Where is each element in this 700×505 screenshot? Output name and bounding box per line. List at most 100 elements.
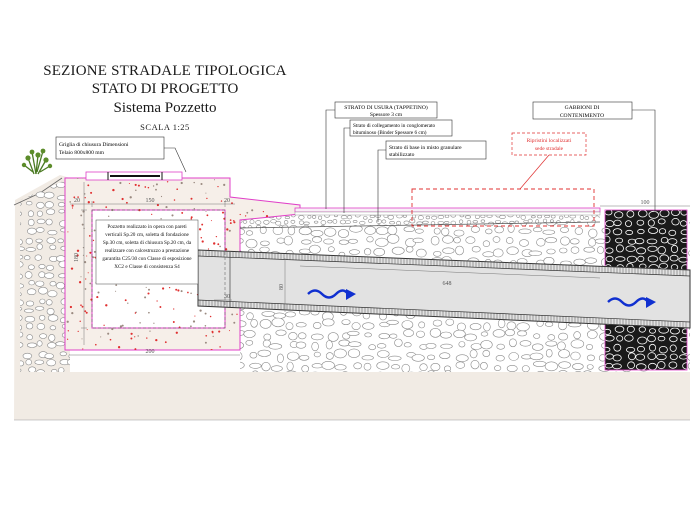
- gravel-stone: [341, 216, 347, 219]
- concrete-speckle: [161, 196, 162, 197]
- concrete-speckle: [173, 308, 174, 309]
- gravel-stone: [413, 238, 423, 243]
- concrete-speckle: [174, 352, 176, 354]
- gravel-stone: [545, 237, 556, 242]
- gravel-stone: [322, 319, 334, 326]
- gravel-stone: [291, 220, 295, 223]
- concrete-speckle: [130, 333, 132, 335]
- gravel-stone: [347, 331, 359, 335]
- manhole-note-line: Pozzetto realizzato in opera con pareti: [107, 224, 187, 230]
- gravel-stone: [37, 323, 45, 329]
- gravel-stone: [258, 350, 271, 356]
- gravel-stone: [244, 330, 256, 337]
- gravel-stone: [26, 238, 33, 244]
- gravel-stone: [328, 333, 338, 342]
- concrete-speckle: [216, 236, 217, 237]
- gravel-stone: [472, 246, 480, 252]
- gravel-stone: [493, 330, 505, 338]
- gravel-stone: [425, 232, 429, 236]
- concrete-speckle: [205, 193, 206, 194]
- gravel-stone: [36, 281, 44, 286]
- gravel-stone: [388, 356, 401, 360]
- gravel-stone: [304, 222, 310, 225]
- gravel-stone: [24, 309, 33, 313]
- gravel-stone: [37, 219, 45, 224]
- concrete-speckle: [174, 199, 176, 201]
- gravel-stone: [431, 236, 439, 245]
- concrete-speckle: [71, 267, 73, 269]
- concrete-speckle: [69, 201, 71, 203]
- binder-leader: [344, 128, 350, 213]
- gravel-stone: [457, 323, 465, 331]
- concrete-speckle: [96, 296, 98, 298]
- gravel-stone: [348, 342, 361, 347]
- concrete-speckle: [229, 230, 231, 232]
- base-label-1: Strato di base in misto granulare: [389, 145, 462, 151]
- gravel-stone: [370, 215, 375, 217]
- gravel-stone: [45, 273, 54, 279]
- concrete-speckle: [92, 256, 94, 258]
- gravel-stone: [349, 232, 353, 234]
- gravel-stone: [509, 339, 516, 347]
- concrete-speckle: [146, 337, 147, 338]
- concrete-speckle: [205, 335, 207, 337]
- gravel-stone: [377, 203, 380, 207]
- concrete-speckle: [240, 214, 241, 215]
- gravel-stone: [434, 228, 440, 234]
- gravel-stone: [308, 216, 311, 219]
- gravel-stone: [467, 232, 471, 234]
- concrete-speckle: [84, 261, 86, 263]
- gravel-stone: [260, 247, 270, 252]
- concrete-speckle: [122, 198, 124, 200]
- gravel-stone: [546, 341, 557, 346]
- concrete-speckle: [200, 183, 202, 185]
- concrete-speckle: [68, 330, 69, 331]
- concrete-speckle: [205, 313, 207, 315]
- gravel-stone: [415, 229, 423, 233]
- gravel-stone: [404, 343, 411, 347]
- concrete-speckle: [176, 188, 178, 190]
- gravel-stone: [271, 366, 282, 372]
- gravel-stone: [46, 265, 53, 270]
- gravel-stone: [305, 203, 309, 206]
- concrete-speckle: [155, 189, 157, 191]
- gravel-stone: [500, 215, 506, 218]
- drawing-system: Sistema Pozzetto: [0, 100, 330, 117]
- concrete-speckle: [147, 292, 149, 294]
- concrete-speckle: [127, 303, 128, 304]
- gravel-stone: [36, 228, 44, 233]
- concrete-speckle: [225, 248, 227, 250]
- gravel-stone: [481, 340, 493, 349]
- gravel-stone: [574, 332, 581, 339]
- concrete-speckle: [281, 200, 283, 202]
- gravel-stone: [418, 216, 423, 220]
- concrete-speckle: [279, 245, 281, 247]
- gravel-stone: [522, 366, 529, 372]
- gravel-stone: [419, 322, 425, 328]
- concrete-speckle: [267, 184, 268, 185]
- gravel-stone: [299, 215, 305, 219]
- concrete-speckle: [213, 336, 214, 337]
- concrete-speckle: [81, 338, 82, 339]
- gravel-stone: [324, 239, 334, 244]
- gravel-stone: [419, 203, 424, 205]
- gravel-stone: [560, 237, 569, 245]
- gravel-stone: [529, 203, 533, 207]
- concrete-speckle: [251, 197, 252, 198]
- concrete-speckle: [298, 340, 299, 341]
- gravel-stone: [551, 227, 557, 229]
- concrete-speckle: [245, 185, 246, 186]
- concrete-speckle: [205, 342, 207, 344]
- concrete-speckle: [82, 224, 84, 226]
- gravel-stone: [466, 237, 475, 244]
- gravel-stone: [349, 250, 359, 255]
- concrete-speckle: [245, 215, 246, 216]
- concrete-speckle: [187, 292, 189, 294]
- gravel-stone: [532, 344, 543, 351]
- gravel-stone: [402, 364, 410, 372]
- concrete-speckle: [236, 314, 237, 315]
- gravel-stone: [549, 204, 553, 207]
- concrete-speckle: [89, 235, 91, 237]
- gravel-stone: [483, 252, 494, 257]
- concrete-speckle: [148, 289, 150, 291]
